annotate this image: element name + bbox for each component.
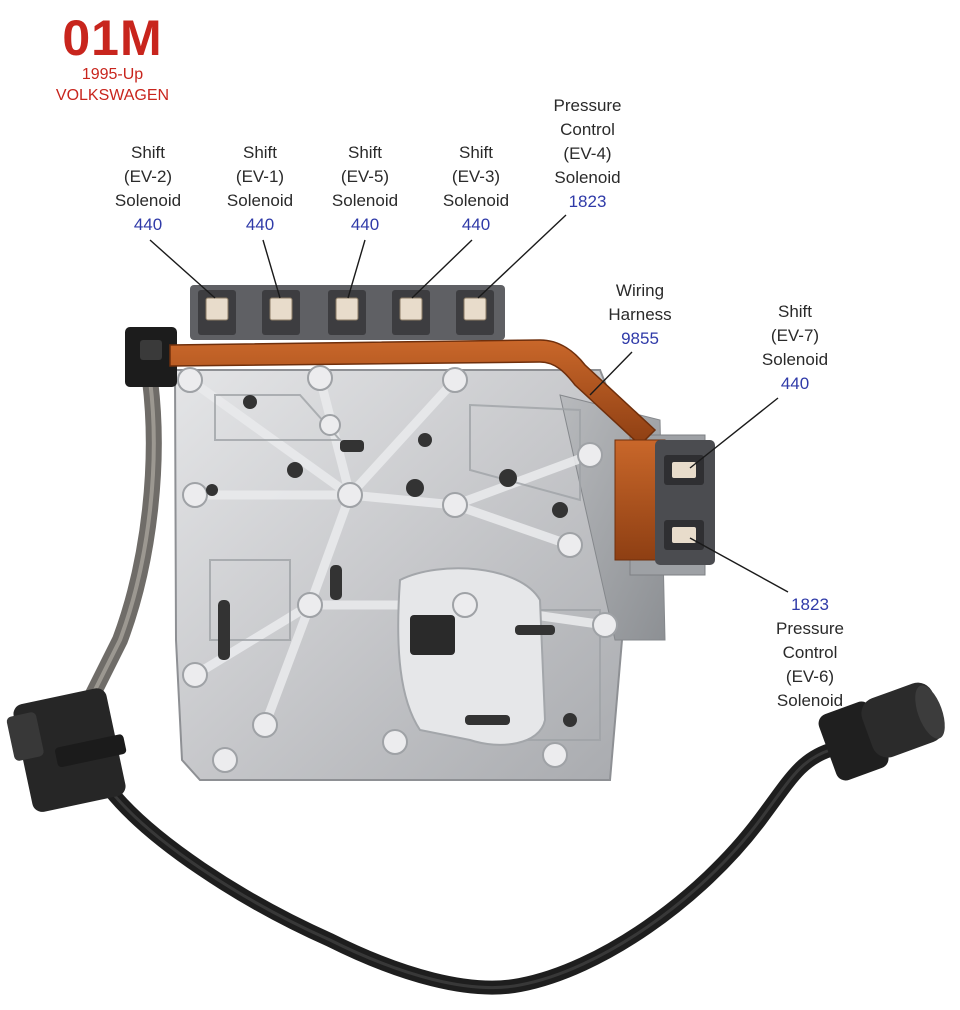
label-ev1-line2: (EV-1) (235, 167, 285, 186)
leader-ev1 (262, 239, 281, 299)
label-wiring-harness: Wiring Harness 9855 (580, 279, 700, 351)
leader-ev7 (689, 397, 779, 469)
model-years: 1995-Up (81, 66, 144, 83)
label-ev5-part-number: 440 (350, 215, 380, 234)
leader-ev3 (411, 239, 473, 299)
label-ev6-line4: Solenoid (776, 691, 844, 710)
leader-ev4 (477, 214, 567, 299)
label-ev4-line4: Solenoid (554, 168, 621, 187)
label-harness-line1: Wiring (615, 281, 665, 300)
harness-cable (103, 743, 837, 995)
label-ev2-part-number: 440 (133, 215, 163, 234)
label-ev7-line1: Shift (777, 302, 813, 321)
label-ev6-line2: Control (782, 643, 838, 662)
leader-ev2 (149, 239, 216, 299)
label-ev2: Shift (EV-2) Solenoid 440 (88, 141, 208, 237)
right-connector-plug (818, 682, 945, 781)
valve-body-plate (173, 365, 706, 781)
leader-ev5 (347, 239, 366, 299)
label-ev4-line3: (EV-4) (563, 144, 612, 163)
solenoid-row (190, 285, 505, 340)
label-ev4-part-number: 1823 (568, 192, 607, 211)
model-header: 01M 1995-Up VOLKSWAGEN (30, 12, 195, 106)
label-ev2-line2: (EV-2) (123, 167, 173, 186)
label-harness-part-number: 9855 (621, 329, 659, 348)
label-ev1-line3: Solenoid (226, 191, 294, 210)
label-ev7-part-number: 440 (780, 374, 810, 393)
label-ev1: Shift (EV-1) Solenoid 440 (200, 141, 320, 237)
left-connector-plug (6, 688, 127, 812)
label-harness-line2: Harness (608, 305, 672, 324)
label-ev2-line1: Shift (130, 143, 166, 162)
leader-harness (589, 351, 633, 396)
label-ev6-line1: Pressure (775, 619, 845, 638)
label-ev7: Shift (EV-7) Solenoid 440 (735, 300, 855, 396)
label-ev4-line2: Control (560, 120, 615, 139)
label-ev4-line1: Pressure (553, 96, 622, 115)
label-ev6-part-number: 1823 (791, 595, 829, 614)
label-ev5-line1: Shift (347, 143, 383, 162)
label-ev1-line1: Shift (242, 143, 278, 162)
label-ev2-line3: Solenoid (114, 191, 182, 210)
label-ev1-part-number: 440 (245, 215, 275, 234)
label-ev3-line1: Shift (458, 143, 494, 162)
label-ev7-line2: (EV-7) (770, 326, 820, 345)
label-ev4: Pressure Control (EV-4) Solenoid 1823 (525, 94, 650, 214)
label-ev6: 1823 Pressure Control (EV-6) Solenoid (745, 593, 875, 713)
label-ev5-line2: (EV-5) (340, 167, 390, 186)
transmission-code: 01M (62, 10, 163, 66)
label-ev5: Shift (EV-5) Solenoid 440 (305, 141, 425, 237)
vehicle-make: VOLKSWAGEN (55, 87, 170, 104)
label-ev6-line3: (EV-6) (785, 667, 835, 686)
label-ev7-line3: Solenoid (761, 350, 829, 369)
label-ev3-line2: (EV-3) (451, 167, 501, 186)
label-ev3-part-number: 440 (461, 215, 491, 234)
label-ev5-line3: Solenoid (331, 191, 399, 210)
leader-ev6 (689, 537, 789, 593)
label-ev3: Shift (EV-3) Solenoid 440 (416, 141, 536, 237)
label-ev3-line3: Solenoid (442, 191, 510, 210)
leader-lines (149, 214, 789, 593)
right-solenoid-housing (655, 440, 715, 565)
